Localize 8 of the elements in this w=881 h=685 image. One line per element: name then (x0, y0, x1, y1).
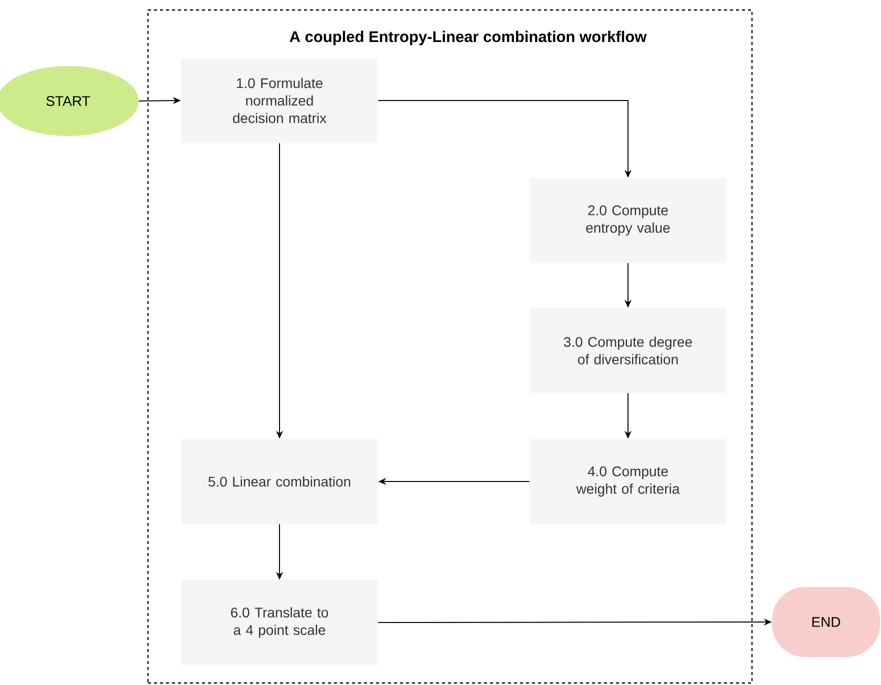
process-box: 4.0 Compute weight of criteria (530, 439, 726, 524)
end-terminator: END (772, 587, 880, 657)
process-box: 2.0 Compute entropy value (530, 178, 726, 263)
process-box: 6.0 Translate to a 4 point scale (181, 580, 378, 665)
process-box: 5.0 Linear combination (181, 439, 378, 524)
process-box: 3.0 Compute degree of diversification (530, 308, 726, 393)
frame-heading: A coupled Entropy-Linear combination workflow (290, 30, 647, 46)
process-box: 1.0 Formulate normalized decision matrix (181, 58, 378, 143)
